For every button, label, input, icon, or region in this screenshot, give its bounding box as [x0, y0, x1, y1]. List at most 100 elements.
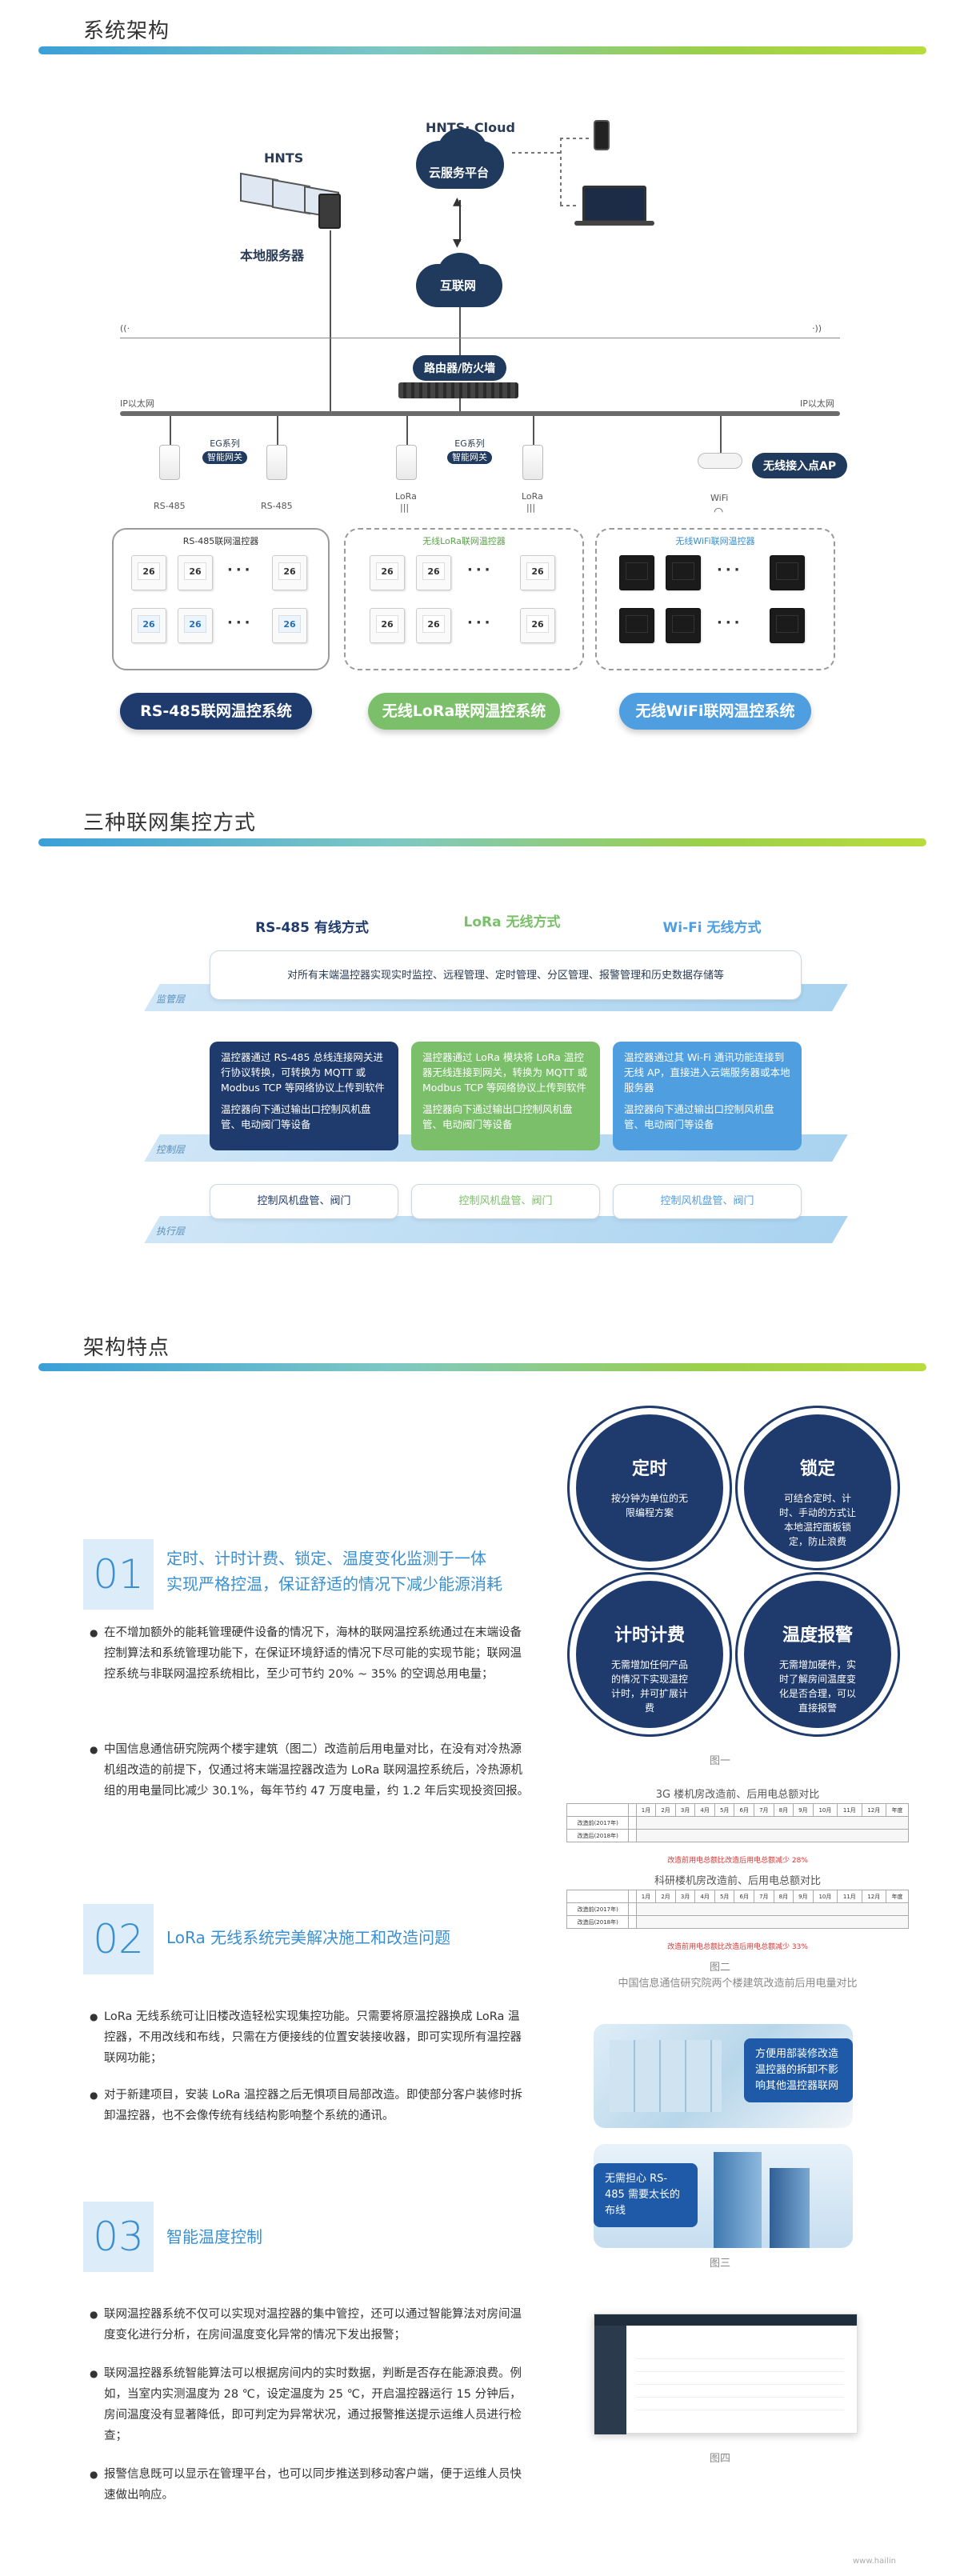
arrow-down-icon: ▼ [453, 237, 462, 250]
feature-title-03: 智能温度控制 [166, 2227, 262, 2246]
feature-circle-timing: 定时 按分钟为单位的无限编程方案 [570, 1408, 730, 1568]
connector-dashed [560, 138, 562, 205]
table-row: 改造后(2018年) [566, 1915, 910, 1929]
rs485-label: RS-485 [261, 501, 293, 511]
figure-caption-3: 图三 [709, 2258, 730, 2270]
router-bus-link [459, 398, 461, 411]
gateway-device [266, 445, 287, 480]
lora-group-title: 无线LoRa联网温控器 [422, 536, 506, 546]
table-note-3g: 改造前用电总额比改造后用电总额减少 28% [667, 1857, 808, 1865]
rs485-execution-box: 控制风机盘管、阀门 [210, 1184, 398, 1219]
feature-title-01-line1: 定时、计时计费、锁定、温度变化监测于一体 [166, 1549, 486, 1568]
server-link [330, 230, 331, 411]
laptop-icon [582, 186, 646, 222]
gateway-tag: EG系列 智能网关 [197, 438, 253, 464]
building-shape [770, 2168, 810, 2248]
rs485-group-title: RS-485联网温控器 [182, 536, 259, 546]
drop-line [720, 416, 722, 459]
method-heading-lora: LoRa 无线方式 [463, 914, 561, 930]
gateway-device [522, 445, 543, 480]
section-title-architecture: 系统架构 [83, 19, 170, 43]
cloud-bump [438, 128, 486, 168]
feature-circle-billing: 计时计费 无需增加任何产品的情况下实现温控计时，并可扩展计费 [570, 1574, 730, 1734]
feature-number-03: 03 [83, 2202, 154, 2272]
lora-execution-box: 控制风机盘管、阀门 [411, 1184, 600, 1219]
thermostat-device: 26 [416, 555, 451, 590]
layer-label-supervision: 监管层 [156, 994, 186, 1005]
feature-paragraph: 在不增加额外的能耗管理硬件设备的情况下，海林的联网温控系统通过在末端设备控制算法… [90, 1622, 530, 1685]
wifi-group-box [595, 528, 835, 670]
drop-line [533, 416, 534, 445]
gateway-device [396, 445, 417, 480]
connector-dashed [560, 205, 579, 206]
gateway-name: 智能网关 [202, 451, 247, 464]
section-divider [38, 46, 926, 54]
rs485-control-box: 温控器通过 RS-485 总线连接网关进行协议转换，可转换为 MQTT 或 Mo… [210, 1042, 398, 1150]
lora-antenna-icon: ||| [526, 502, 536, 513]
rs485-output-text: 温控器向下通过输出口控制风机盘管、电动阀门等设备 [221, 1103, 371, 1130]
thermostat-device: 26 [131, 555, 166, 590]
laptop-base [574, 221, 654, 226]
thermostat-device [666, 608, 701, 643]
wifi-output-text: 温控器向下通过输出口控制风机盘管、电动阀门等设备 [624, 1103, 774, 1130]
table-row: 改造前(2017年) [566, 1816, 910, 1830]
thermostat-device: 26 [370, 555, 405, 590]
section-title-methods: 三种联网集控方式 [83, 811, 257, 835]
gateway-device [159, 445, 180, 480]
building-photo [594, 2144, 853, 2248]
more-dots: ··· [717, 562, 743, 578]
dashboard-sidebar [594, 2326, 626, 2434]
more-dots: ··· [467, 562, 494, 578]
photo2-tag: 无需担心 RS-485 需要太长的布线 [594, 2163, 698, 2227]
window-frame [610, 2040, 722, 2112]
dashboard-topbar [594, 2314, 857, 2326]
gateway-name: 智能网关 [447, 451, 492, 464]
internet-label: 互联网 [440, 278, 477, 293]
thermostat-device [770, 608, 805, 643]
table-title-3g: 3G 楼机房改造前、后用电总额对比 [655, 1789, 820, 1801]
feature-title-02: LoRa 无线系统完美解决施工和改造问题 [166, 1928, 451, 1947]
rs485-system-label: RS-485联网温控系统 [120, 693, 312, 730]
eth-left-label: IP以太网 [120, 398, 154, 409]
thermostat-device: 26 [272, 608, 307, 643]
server-icon [318, 194, 341, 229]
wifi-execution-box: 控制风机盘管、阀门 [613, 1184, 802, 1219]
thermostat-device: 26 [178, 608, 213, 643]
wifi-icon: ◠ [714, 506, 724, 518]
connector-dashed [560, 138, 589, 139]
thermostat-device [619, 555, 654, 590]
thermostat-device: 26 [520, 555, 555, 590]
feature-paragraph: 中国信息通信研究院两个楼宇建筑（图二）改造前后用电量对比，在没有对冷热源机组改造… [90, 1739, 530, 1802]
wifi-signal-icon: ((· [120, 323, 130, 334]
feature-title-01-line2: 实现严格控温，保证舒适的情况下减少能源消耗 [166, 1574, 502, 1594]
connector-dashed [512, 152, 560, 154]
thermostat-device [666, 555, 701, 590]
feature-paragraph: 对于新建项目，安装 LoRa 温控器之后无惧项目局部改造。即使部分客户装修时拆卸… [90, 2085, 530, 2126]
gateway-series: EG系列 [210, 438, 240, 449]
feature-number-02: 02 [83, 1904, 154, 1974]
table-note-research: 改造前用电总额比改造后用电总额减少 33% [667, 1943, 808, 1951]
feature-paragraph: 报警信息既可以显示在管理平台，也可以同步推送到移动客户端，便于运维人员快速做出响… [90, 2464, 530, 2506]
lora-output-text: 温控器向下通过输出口控制风机盘管、电动阀门等设备 [422, 1103, 573, 1130]
local-server-label: 本地服务器 [240, 248, 305, 263]
method-heading-rs485: RS-485 有线方式 [255, 920, 369, 936]
rs485-control-text: 温控器通过 RS-485 总线连接网关进行协议转换，可转换为 MQTT 或 Mo… [221, 1051, 385, 1094]
drop-line [406, 416, 408, 445]
router-device-icon [398, 382, 518, 398]
wifi-control-text: 温控器通过其 Wi-Fi 通讯功能连接到无线 AP，直接进入云端服务器或本地服务… [624, 1051, 790, 1094]
feature-circle-alarm: 温度报警 无需增加硬件，实时了解房间温度变化是否合理，可以直接报警 [738, 1574, 898, 1734]
cloud-internet-link [459, 200, 461, 242]
thermostat-device: 26 [272, 555, 307, 590]
section-title-features: 架构特点 [83, 1336, 170, 1360]
rs485-group-box [112, 528, 330, 670]
lora-label: LoRa [522, 491, 543, 502]
cloud-platform-label: 云服务平台 [429, 166, 490, 180]
footer-url: www.hailin [853, 2557, 896, 2566]
layer-band-execution [144, 1216, 848, 1243]
internet-cloud-bump [438, 253, 482, 290]
figure-caption-2-desc: 中国信息通信研究院两个楼建筑改造前后用电量对比 [618, 1978, 858, 1990]
lora-group-box [344, 528, 584, 670]
wifi-group-title: 无线WiFi联网温控器 [675, 536, 755, 546]
